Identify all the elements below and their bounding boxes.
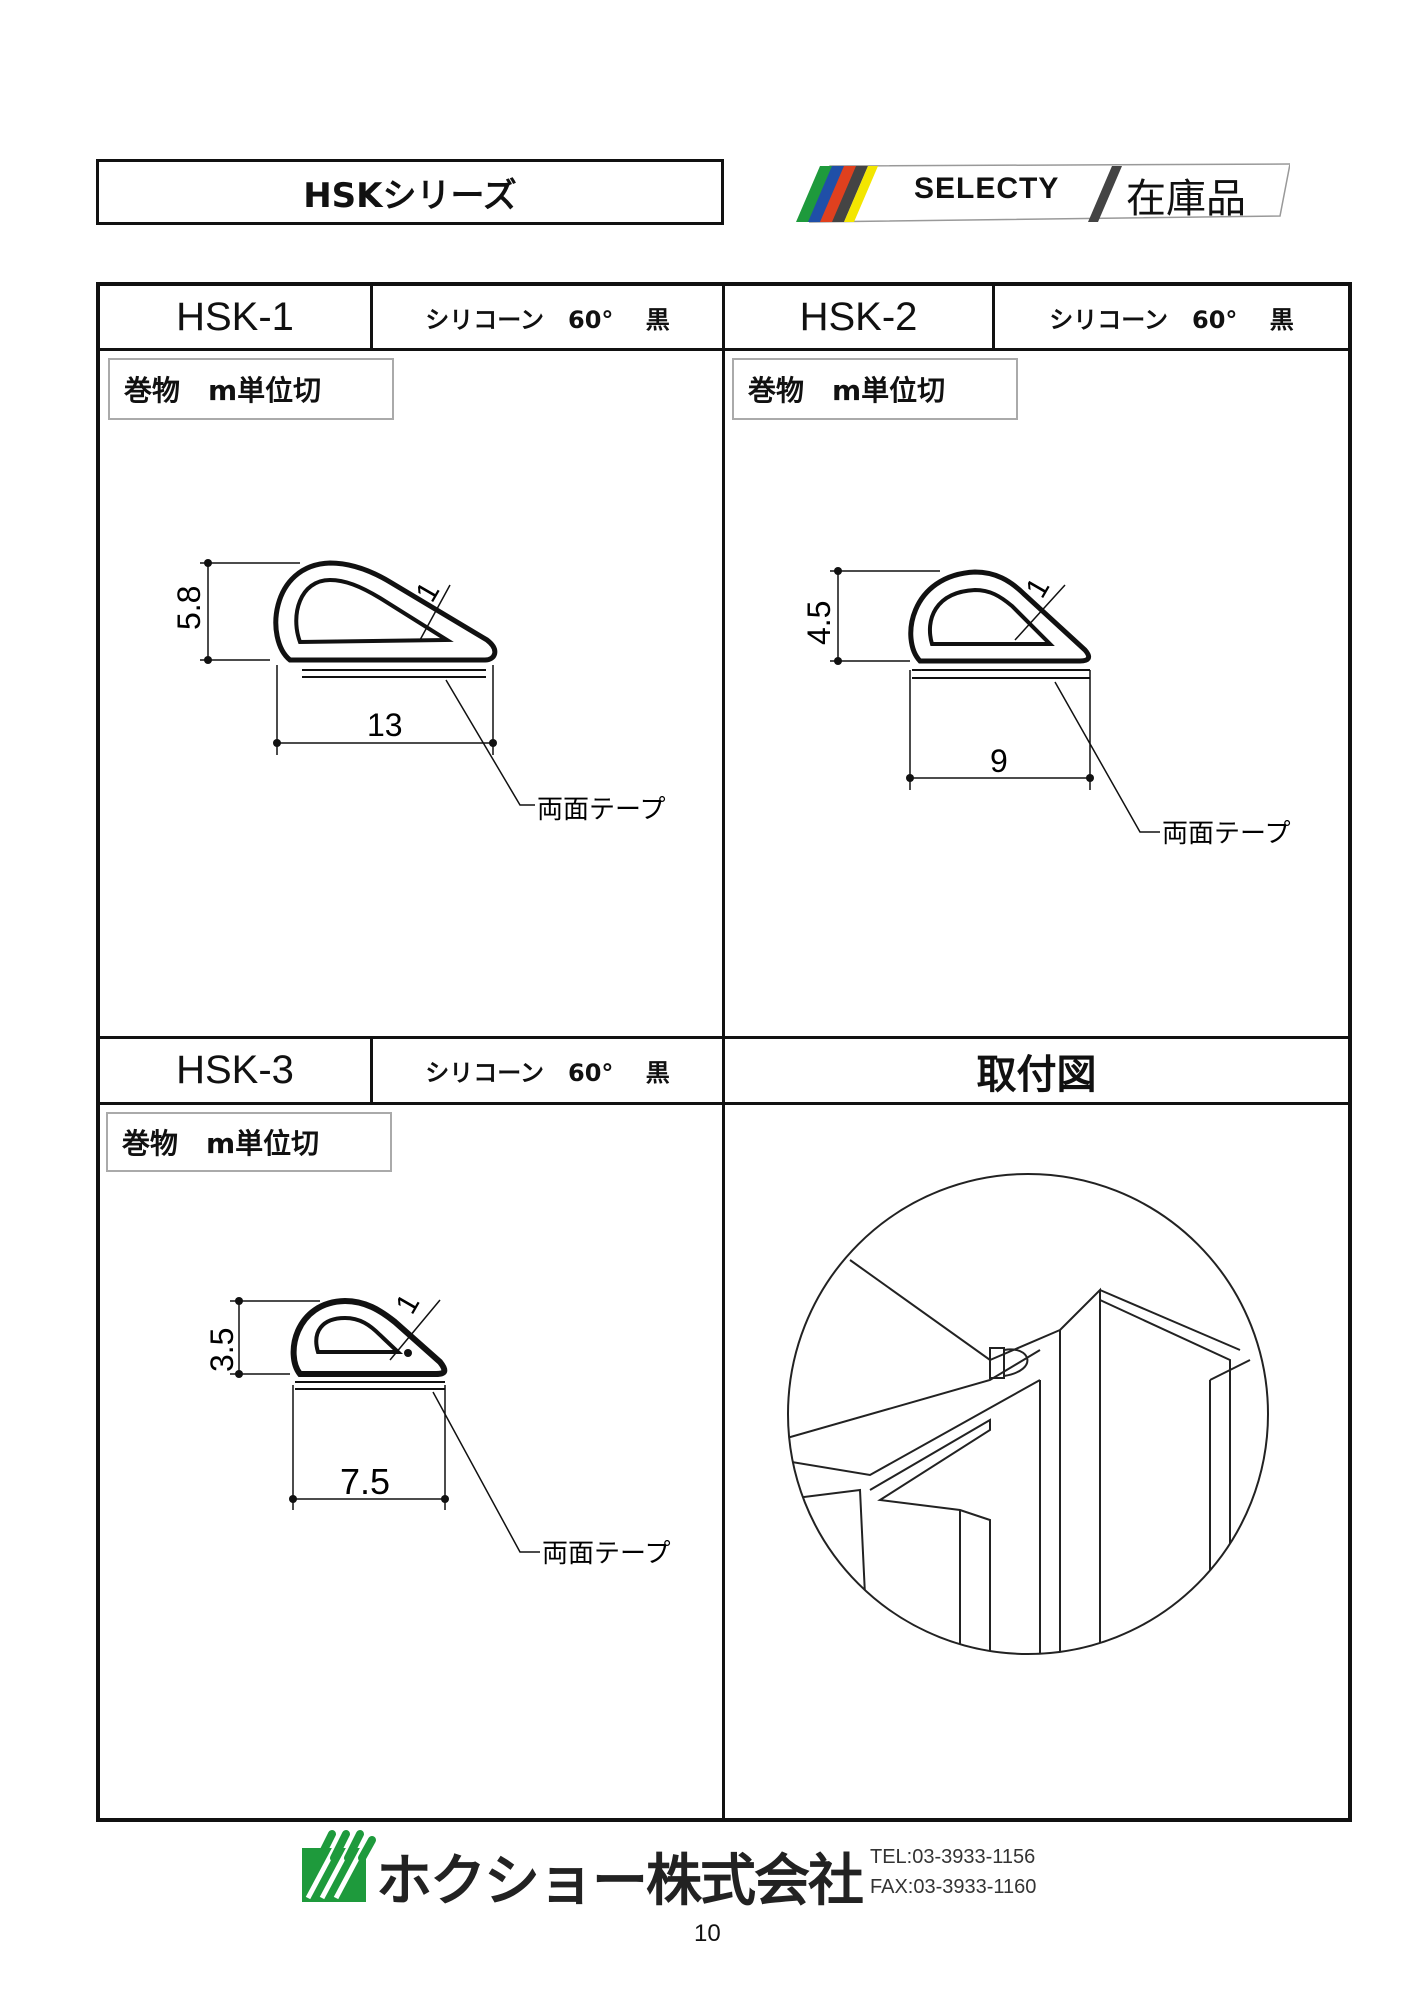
- material-spec: シリコーン 60° 黒: [1049, 305, 1294, 334]
- product-table: HSK-1 シリコーン 60° 黒 巻物 m単位切 HSK-2 シリコーン 60…: [96, 282, 1352, 1822]
- installation-title: 取付図: [976, 1051, 1097, 1098]
- selecty-stock-banner: SELECTY 在庫品: [790, 160, 1290, 224]
- company-logo-mark: [302, 1830, 376, 1902]
- tape-label: 両面テープ: [537, 794, 665, 824]
- thickness-dimension: 1: [1019, 573, 1056, 604]
- height-dimension: 3.5: [204, 1328, 240, 1372]
- row-divider: [100, 1102, 1348, 1105]
- installation-drawing: [787, 1173, 1269, 1655]
- fax-number: FAX:03-3933-1160: [870, 1876, 1037, 1898]
- brand-label: SELECTY: [914, 172, 1060, 205]
- hsk-2-profile-drawing: [830, 567, 1160, 833]
- hsk-3-profile-drawing: [230, 1297, 540, 1553]
- height-dimension: 4.5: [801, 601, 837, 645]
- model-name: HSK-2: [799, 294, 918, 339]
- hsk-1-profile-drawing: [200, 559, 535, 806]
- cell-divider: [370, 1038, 373, 1104]
- model-name: HSK-1: [176, 294, 294, 339]
- sale-unit-tag: 巻物 m単位切: [106, 1112, 392, 1172]
- company-name: ホクショー株式会社: [376, 1849, 864, 1914]
- company-logo: ホクショー株式会社: [300, 1828, 864, 1914]
- height-dimension: 5.8: [171, 586, 207, 630]
- model-name: HSK-3: [176, 1048, 294, 1092]
- width-dimension: 13: [367, 707, 403, 743]
- width-dimension: 7.5: [340, 1461, 390, 1502]
- cell-divider: [370, 286, 373, 350]
- phone-number: TEL:03-3933-1156: [870, 1846, 1036, 1868]
- banner-graphic: [796, 163, 1290, 223]
- material-spec: シリコーン 60° 黒: [425, 305, 670, 334]
- material-spec: シリコーン 60° 黒: [425, 1059, 670, 1087]
- width-dimension: 9: [990, 743, 1008, 779]
- page-number: 10: [694, 1920, 721, 1947]
- stock-label: 在庫品: [1126, 176, 1246, 222]
- sale-unit-tag: 巻物 m単位切: [108, 358, 394, 420]
- row-divider: [100, 348, 1348, 351]
- thickness-dimension: 1: [389, 1289, 426, 1320]
- sale-unit-tag: 巻物 m単位切: [732, 358, 1018, 420]
- cell-divider: [992, 286, 995, 350]
- series-title: HSKシリーズ: [96, 159, 724, 225]
- tape-label: 両面テープ: [542, 1538, 670, 1568]
- row-divider: [100, 1036, 1348, 1039]
- column-divider: [722, 286, 725, 1818]
- tape-label: 両面テープ: [1162, 818, 1290, 848]
